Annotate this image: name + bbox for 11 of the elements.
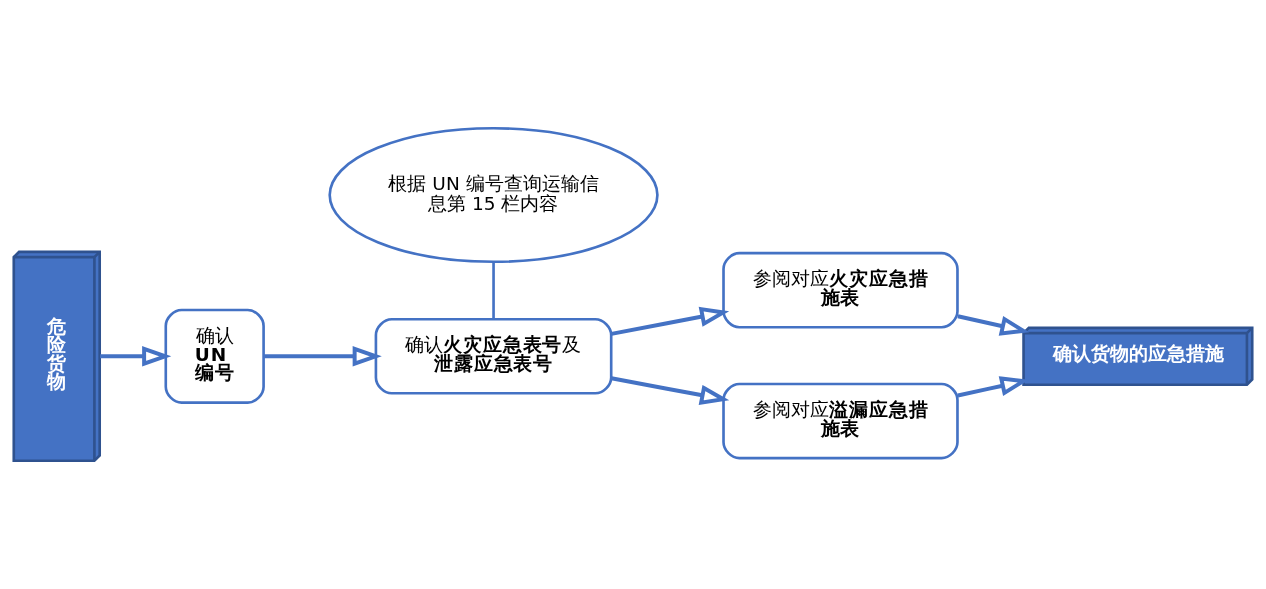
node-box: 参阅对应溢漏应急措施表 [722,382,959,460]
connector [492,261,495,320]
node-ellipse: 根据 UN 编号查询运输信息第 15 栏内容 [328,126,659,264]
arrow [264,346,382,367]
arrow [957,314,1030,336]
node-box: 确认火灾应急表号及泄露应急表号 [374,317,613,395]
node-box: 确认 UN 编号 [164,308,265,404]
arrow [611,306,730,336]
arrow [611,376,730,405]
arrow [100,346,172,367]
node-box: 参阅对应火灾应急措施表 [722,251,959,329]
